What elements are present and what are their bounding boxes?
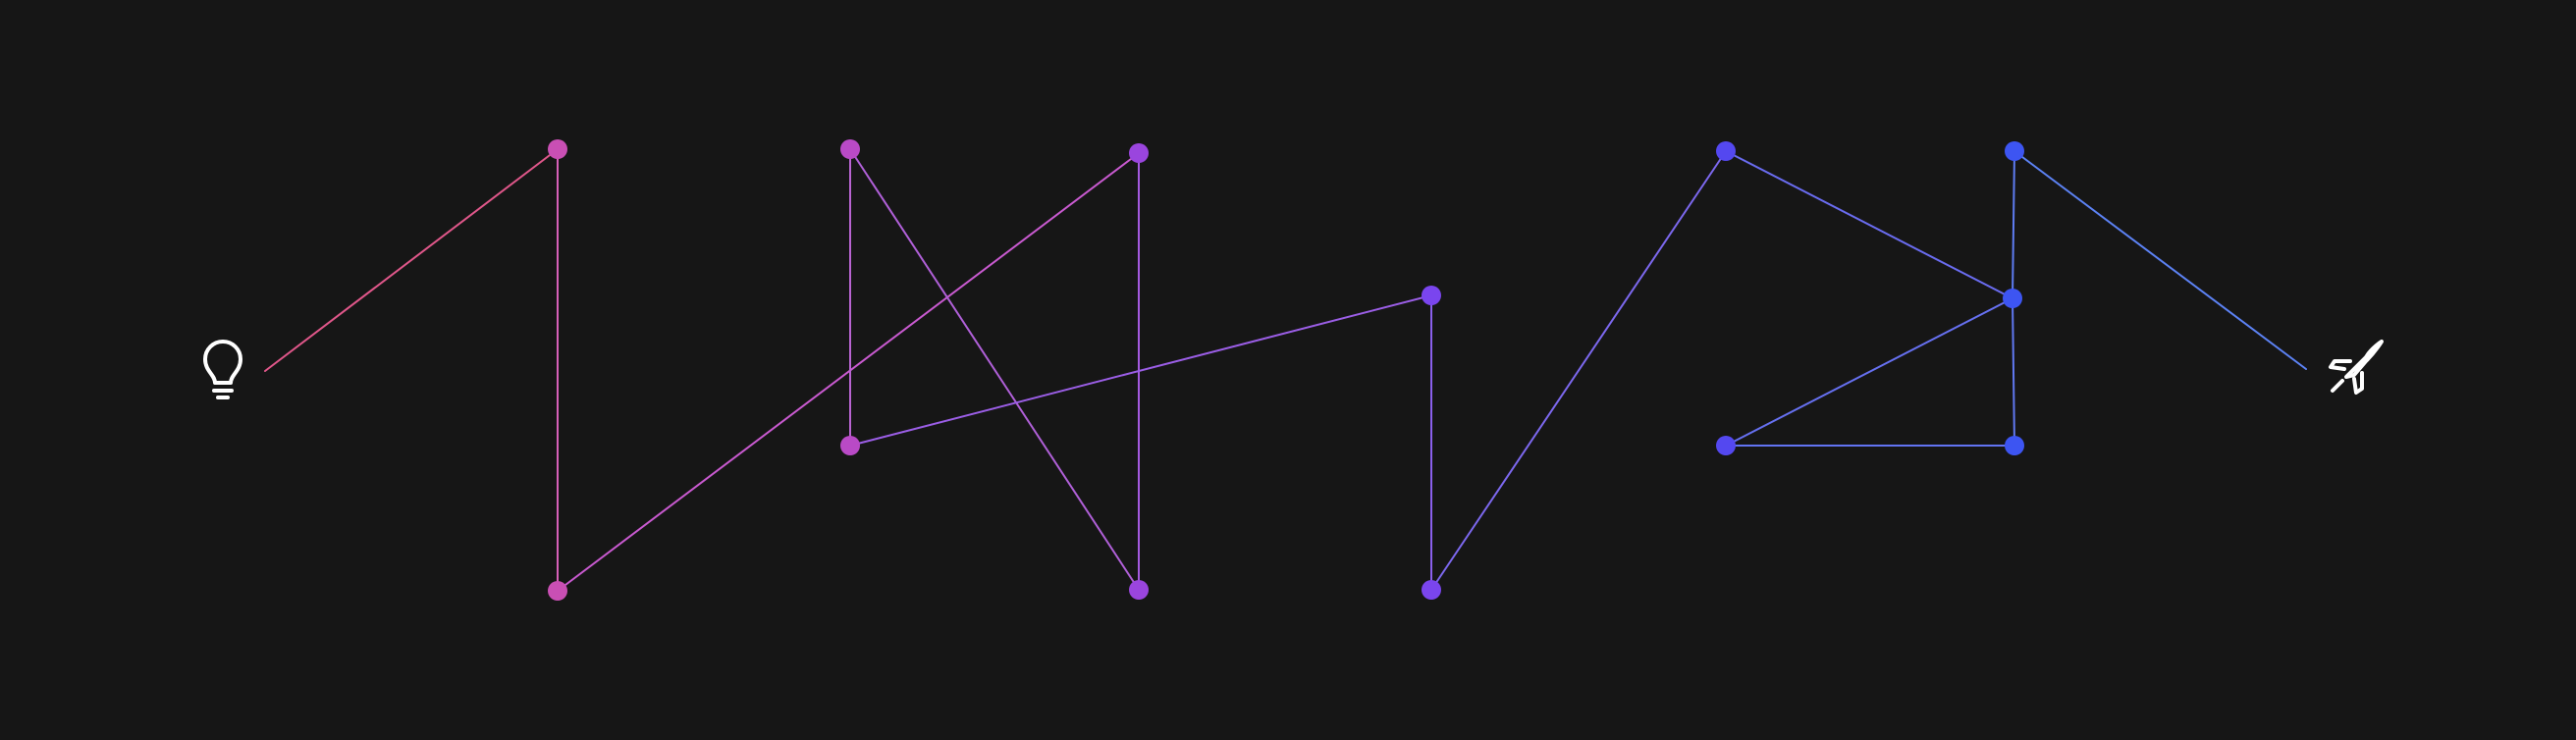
- node-n7: [1422, 286, 1441, 305]
- node-n10: [1716, 436, 1736, 455]
- node-n3: [840, 139, 860, 159]
- node-n2: [548, 581, 567, 601]
- node-n12: [2003, 289, 2022, 308]
- edge-n8-n9: [1430, 150, 1727, 591]
- node-n4: [840, 436, 860, 455]
- edge-n5-n3: [849, 148, 1140, 591]
- rocket-icon: [2329, 340, 2384, 395]
- node-n11: [2005, 141, 2024, 161]
- node-n8: [1422, 580, 1441, 600]
- edge-start-n1: [264, 148, 559, 372]
- edge-n12-n11: [2012, 150, 2015, 299]
- edges-layer: [264, 148, 2307, 592]
- nodes-layer: [548, 139, 2024, 601]
- node-n9: [1716, 141, 1736, 161]
- node-n13: [2005, 436, 2024, 455]
- node-n1: [548, 139, 567, 159]
- edge-n4-n7: [849, 294, 1432, 447]
- node-n5: [1129, 580, 1149, 600]
- edge-n11-end: [2013, 150, 2307, 370]
- edge-n12-n10: [1725, 297, 2013, 447]
- edge-n2-n6: [557, 152, 1140, 592]
- lightbulb-icon: [203, 340, 242, 399]
- edge-n13-n12: [2012, 297, 2015, 447]
- edge-n9-n12: [1725, 150, 2013, 299]
- node-n6: [1129, 143, 1149, 163]
